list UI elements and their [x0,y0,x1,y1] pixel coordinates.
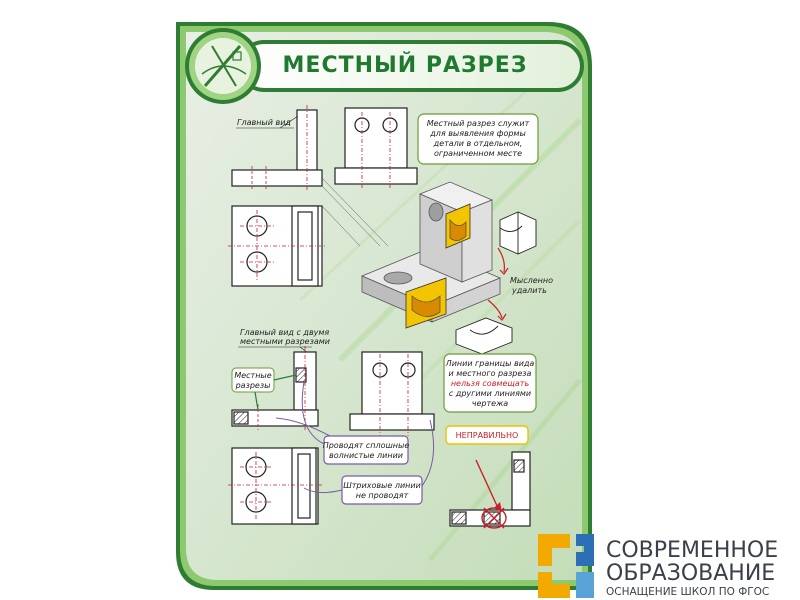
wrong-example: НЕПРАВИЛЬНО [445,425,531,529]
title-badge: МЕСТНЫЙ РАЗРЕЗ [238,40,584,92]
brand-logo: СОВРЕМЕННОЕ ОБРАЗОВАНИЕ ОСНАЩЕНИЕ ШКОЛ П… [538,534,778,598]
removed-fragments [455,211,537,355]
svg-text:волнистые линии: волнистые линии [329,451,403,460]
brand-line3: ОСНАЩЕНИЕ ШКОЛ ПО ФГОС [606,586,769,598]
svg-text:Мысленно: Мысленно [510,276,553,285]
definition-callout: Местный разрез служит для выявления форм… [417,113,539,165]
svg-text:Местные: Местные [234,371,271,380]
svg-text:для выявления формы: для выявления формы [429,129,526,138]
svg-text:ограниченном месте: ограниченном месте [434,149,522,158]
drafting-compass-icon [185,28,261,104]
svg-text:с другими линиями: с другими линиями [449,389,531,398]
page-title: МЕСТНЫЙ РАЗРЕЗ [283,52,528,78]
svg-text:и местного разреза: и местного разреза [449,369,532,378]
svg-text:не проводят: не проводят [356,491,409,500]
drawing-center-bottom [349,351,435,436]
brand-logo-icon [538,534,594,598]
label-local-sections: Местные разрезы [231,367,297,411]
svg-text:удалить: удалить [511,286,547,295]
brand-line2: ОБРАЗОВАНИЕ [606,561,775,586]
svg-text:Проводят сплошные: Проводят сплошные [323,441,410,450]
isometric-part [360,181,502,329]
svg-text:нельзя совмещать: нельзя совмещать [451,379,530,388]
svg-text:Главный вид с двумя: Главный вид с двумя [240,328,329,337]
label-main-view: Главный вид [236,115,299,129]
brand-line1: СОВРЕМЕННОЕ [606,538,778,563]
svg-text:НЕПРАВИЛЬНО: НЕПРАВИЛЬНО [456,431,519,440]
label-solid-wavy: Проводят сплошные волнистые линии [275,381,410,465]
svg-text:детали в отдельном,: детали в отдельном, [433,139,523,148]
svg-text:чертежа: чертежа [472,399,509,408]
svg-text:разрезы: разрезы [235,381,271,390]
svg-text:Местный разрез служит: Местный разрез служит [427,119,530,128]
rule-callout: Линии границы вида и местного разреза не… [443,353,537,413]
drawing-top-left [228,105,418,287]
svg-text:Главный вид: Главный вид [237,118,291,127]
label-mentally-remove: Мысленно удалить [510,276,553,295]
drawing-bottom-left [228,346,322,525]
svg-text:Линии границы вида: Линии границы вида [445,359,535,368]
mentally-remove-arrows [487,247,509,321]
svg-text:Штриховые линии: Штриховые линии [343,481,421,490]
label-dashed-lines: Штриховые линии не проводят [303,419,435,505]
svg-text:местными разрезами: местными разрезами [240,337,330,346]
